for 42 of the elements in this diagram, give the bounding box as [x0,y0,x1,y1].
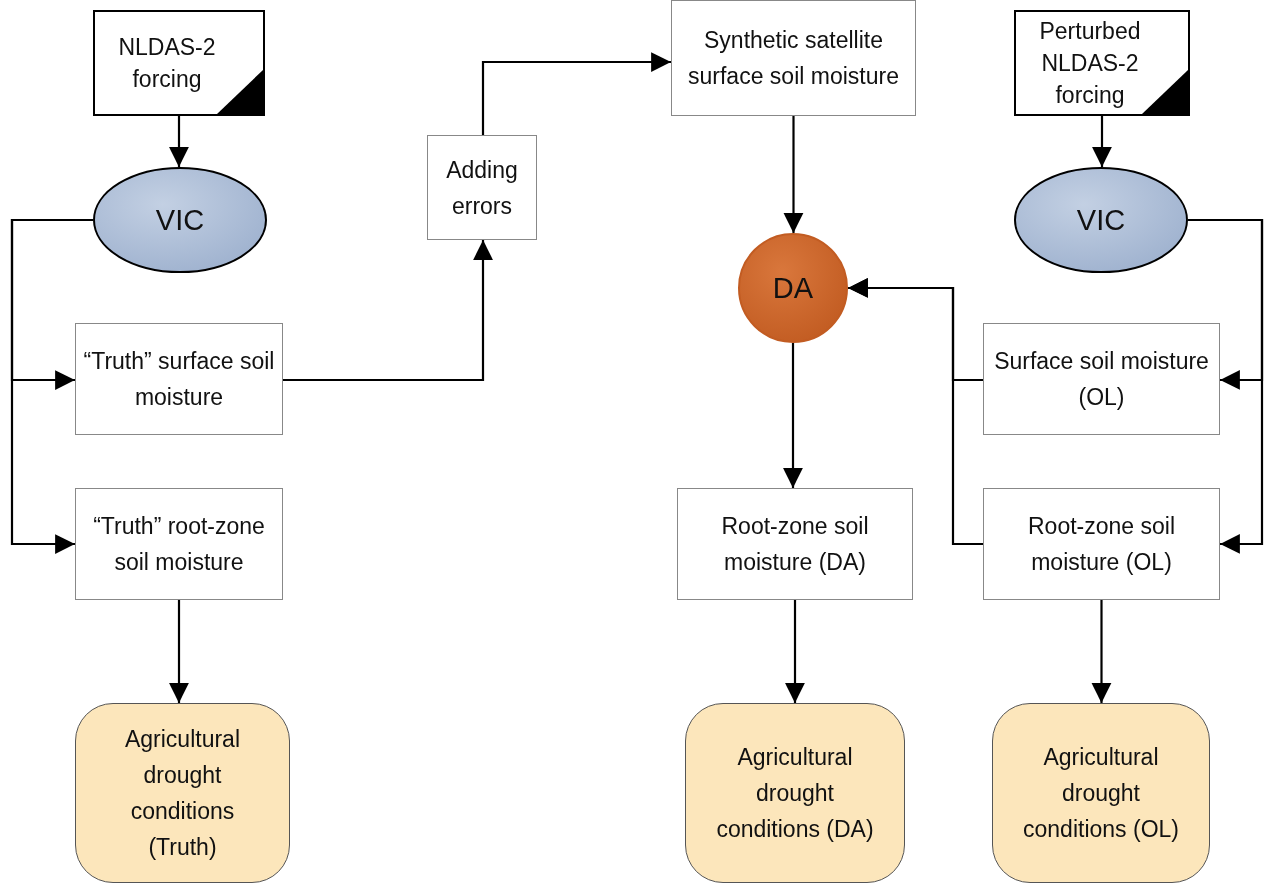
arrow [1188,218,1264,554]
arrow [783,116,804,233]
node-text: Synthetic satellite surface soil moisture [687,26,900,91]
data-document-box [93,10,265,116]
result-rounded-box [75,703,290,883]
node-text: NLDAS-2 forcing [117,33,217,94]
arrow [283,240,493,382]
node-text: “Truth” root-zone soil moisture [92,512,266,577]
result-rounded-box [685,703,905,883]
assimilation-circle [738,233,848,343]
arrow [481,52,671,135]
process-box [671,0,916,116]
node-text: “Truth” surface soil moisture [82,347,276,412]
node-text: Adding errors [445,155,519,221]
process-box [75,323,283,435]
model-ellipse [1014,167,1188,273]
arrow [785,600,805,703]
process-box [677,488,913,600]
arrow [169,116,189,167]
node-text: Surface soil moisture (OL) [993,347,1210,412]
process-box [427,135,537,240]
arrow [10,218,93,554]
node-text: Agricultural drought conditions (Truth) [123,725,241,862]
node-text: VIC [1075,203,1127,238]
process-box [983,323,1220,435]
process-box [983,488,1220,600]
arrow [169,600,189,703]
arrow [783,343,803,488]
arrow [1091,600,1112,703]
node-text: Perturbed NLDAS-2 forcing [1038,17,1142,110]
node-text: Agricultural drought conditions (DA) [715,743,875,844]
model-ellipse [93,167,267,273]
arrow [1092,116,1112,167]
result-rounded-box [992,703,1210,883]
data-document-box [1014,10,1190,116]
node-text: Root-zone soil moisture (DA) [720,512,870,577]
node-text: VIC [154,203,206,238]
arrow [848,278,983,546]
node-text: Root-zone soil moisture (OL) [1027,512,1176,577]
process-box [75,488,283,600]
node-text: Agricultural drought conditions (OL) [1022,743,1180,844]
node-text: DA [771,271,815,306]
